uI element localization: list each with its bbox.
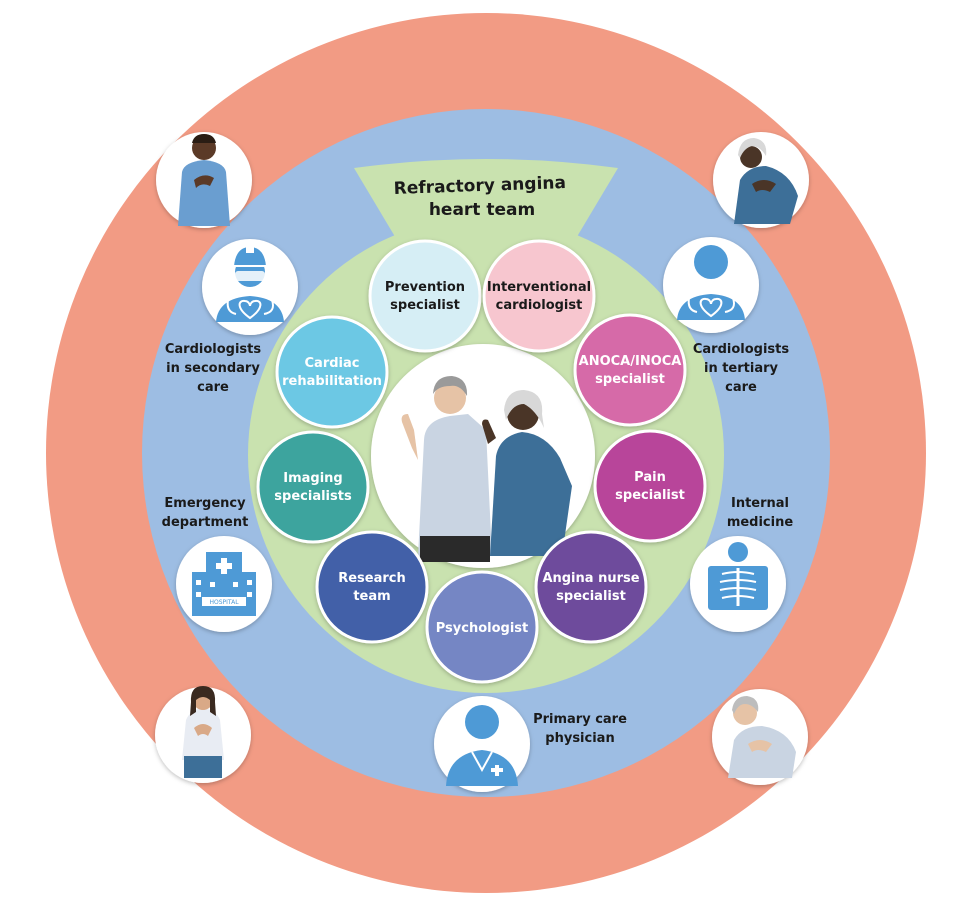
referrer-primary-care-label: Primary care physician xyxy=(533,712,627,746)
team-member-label: Angina nurse xyxy=(542,571,639,586)
team-member-label: ANOCA/INOCA xyxy=(579,354,682,369)
team-member-label: Research xyxy=(338,571,406,586)
patient-chest-pain-elderly-woman-icon xyxy=(713,132,809,228)
team-member-psychologist: Psychologist xyxy=(425,570,539,684)
referrer-internal-medicine-label: Internal medicine xyxy=(727,496,794,530)
team-member-label: Prevention xyxy=(385,280,465,295)
svg-text:Cardiologists: Cardiologists xyxy=(693,342,790,357)
svg-text:Internal: Internal xyxy=(731,496,789,511)
hospital-sign: HOSPITAL xyxy=(209,599,239,606)
team-member-label: specialist xyxy=(595,372,665,387)
hospital-icon: HOSPITAL xyxy=(176,536,272,632)
team-banner-title-line2: heart team xyxy=(429,200,535,220)
team-member-cardiac-rehabilitation: Cardiac rehabilitation xyxy=(275,315,389,429)
team-member-label: specialist xyxy=(615,488,685,503)
xray-icon xyxy=(690,536,786,632)
team-member-research-team: Research team xyxy=(315,530,429,644)
team-member-angina-nurse-specialist: Angina nurse specialist xyxy=(534,530,648,644)
svg-text:physician: physician xyxy=(545,731,614,746)
referrer-tertiary-care-label: Cardiologists in tertiary care xyxy=(693,342,790,395)
team-member-label: Interventional xyxy=(487,280,591,295)
patient-chest-pain-elderly-man-icon xyxy=(712,689,808,785)
team-member-label: cardiologist xyxy=(496,298,583,313)
svg-text:Emergency: Emergency xyxy=(164,496,246,511)
svg-text:medicine: medicine xyxy=(727,515,794,530)
team-member-label: Imaging xyxy=(283,471,342,486)
patient-chest-pain-woman-icon xyxy=(155,686,251,783)
svg-text:department: department xyxy=(162,515,249,530)
doctor-secondary-care-icon xyxy=(202,239,298,335)
svg-text:in secondary: in secondary xyxy=(166,361,260,376)
referrer-emergency-label: Emergency department xyxy=(162,496,249,530)
team-member-label: specialist xyxy=(390,298,460,313)
team-member-anoca-inoca-specialist: ANOCA/INOCA specialist xyxy=(573,313,687,427)
team-member-label: team xyxy=(353,589,390,604)
team-member-label: Pain xyxy=(634,470,666,485)
svg-text:care: care xyxy=(725,380,757,395)
referrer-secondary-care-label: Cardiologists in secondary care xyxy=(165,342,262,395)
team-member-label: Cardiac xyxy=(305,356,360,371)
team-banner-shape xyxy=(354,159,618,240)
team-member-label: specialists xyxy=(274,489,352,504)
primary-care-physician-icon xyxy=(434,696,530,792)
doctor-tertiary-care-icon xyxy=(663,237,759,333)
team-member-imaging-specialists: Imaging specialists xyxy=(256,430,370,544)
central-patients-icon xyxy=(371,344,595,568)
team-member-label: rehabilitation xyxy=(282,374,382,389)
team-member-pain-specialist: Pain specialist xyxy=(593,429,707,543)
svg-text:in tertiary: in tertiary xyxy=(704,361,779,376)
svg-text:Primary care: Primary care xyxy=(533,712,627,727)
team-member-interventional-cardiologist: Interventional cardiologist xyxy=(482,239,596,353)
patient-chest-pain-man-icon xyxy=(156,132,252,228)
team-member-prevention-specialist: Prevention specialist xyxy=(368,239,482,353)
svg-text:Cardiologists: Cardiologists xyxy=(165,342,262,357)
team-member-label: specialist xyxy=(556,589,626,604)
team-member-label: Psychologist xyxy=(436,621,529,636)
svg-text:care: care xyxy=(197,380,229,395)
